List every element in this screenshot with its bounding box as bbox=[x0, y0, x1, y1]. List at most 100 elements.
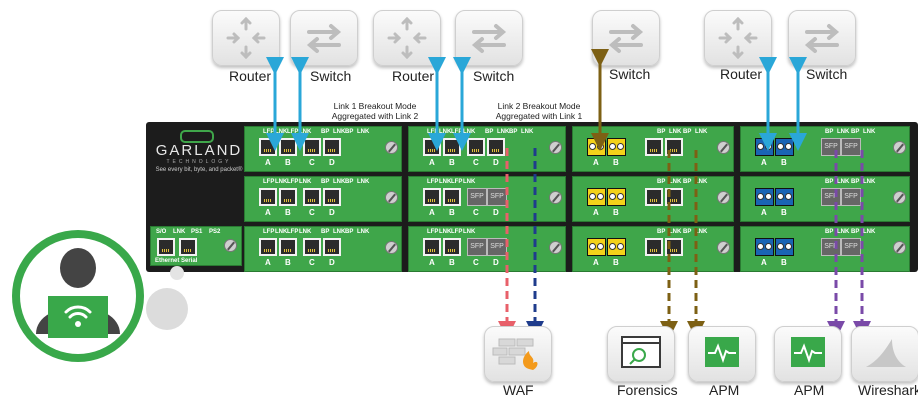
lc-fiber-port[interactable] bbox=[587, 238, 606, 256]
rj45-port[interactable] bbox=[303, 188, 321, 206]
lc-fiber-port[interactable] bbox=[587, 188, 606, 206]
rj45-port[interactable] bbox=[423, 188, 441, 206]
port-letter: B bbox=[449, 208, 455, 217]
firewall-icon bbox=[492, 338, 538, 370]
switch-label: Switch bbox=[609, 66, 651, 82]
port-letter: B bbox=[613, 208, 619, 217]
port-label: LFP bbox=[287, 229, 299, 235]
rj45-port[interactable] bbox=[665, 188, 683, 206]
apm-label: APM bbox=[794, 382, 825, 398]
rj45-port[interactable] bbox=[423, 138, 441, 156]
apm-monitor-icon bbox=[791, 337, 825, 367]
rj45-port[interactable] bbox=[645, 238, 663, 256]
rj45-port[interactable] bbox=[303, 238, 321, 256]
port-label: BP bbox=[321, 229, 330, 235]
rj45-port[interactable] bbox=[665, 138, 683, 156]
rj45-port[interactable] bbox=[259, 188, 277, 206]
rj45-port[interactable] bbox=[323, 138, 341, 156]
port-letter: B bbox=[781, 208, 787, 217]
ethernet-port[interactable] bbox=[157, 238, 175, 256]
switch-icon bbox=[306, 24, 342, 53]
screw-icon bbox=[717, 141, 730, 154]
rj45-port[interactable] bbox=[443, 138, 461, 156]
sfp-port[interactable]: SFP bbox=[487, 238, 507, 256]
forensics-device bbox=[607, 326, 675, 382]
rj45-port[interactable] bbox=[645, 188, 663, 206]
user-laptop-icon bbox=[36, 248, 120, 338]
apm-monitor-icon bbox=[705, 337, 739, 367]
link2-note: Link 2 Breakout Mode Aggregated with Lin… bbox=[495, 101, 583, 121]
port-letter: B bbox=[285, 158, 291, 167]
rj45-port[interactable] bbox=[259, 238, 277, 256]
screw-icon bbox=[224, 239, 237, 252]
port-label: LNK bbox=[357, 229, 370, 235]
switch-icon bbox=[804, 24, 840, 53]
lc-fiber-port[interactable] bbox=[607, 188, 626, 206]
link1-note: Link 1 Breakout Mode Aggregated with Lin… bbox=[331, 101, 419, 121]
rj45-port[interactable] bbox=[443, 238, 461, 256]
sfp-port[interactable]: SFP bbox=[467, 188, 487, 206]
waf-device bbox=[484, 326, 552, 382]
sfp-port[interactable]: SFP bbox=[841, 138, 861, 156]
sfp-port[interactable]: SFP bbox=[487, 188, 507, 206]
port-label: LNK bbox=[521, 129, 534, 135]
port-label: LFP bbox=[287, 179, 299, 185]
brand-name: GARLAND bbox=[155, 142, 243, 159]
rj45-port[interactable] bbox=[645, 138, 663, 156]
apm-device bbox=[774, 326, 842, 382]
port-letter: A bbox=[761, 208, 767, 217]
forensics-label: Forensics bbox=[617, 382, 678, 398]
sfp-port[interactable]: SFP bbox=[821, 188, 841, 206]
lc-fiber-port[interactable] bbox=[755, 138, 774, 156]
router-label: Router bbox=[720, 66, 763, 82]
switch-device bbox=[455, 10, 523, 66]
lc-fiber-port[interactable] bbox=[755, 238, 774, 256]
lc-fiber-port[interactable] bbox=[587, 138, 606, 156]
screw-icon bbox=[549, 241, 562, 254]
lc-fiber-port[interactable] bbox=[607, 138, 626, 156]
port-label: LNK bbox=[863, 129, 876, 135]
rj45-port[interactable] bbox=[279, 238, 297, 256]
port-label: LNK bbox=[333, 129, 346, 135]
port-label: LNK bbox=[357, 179, 370, 185]
lc-fiber-port[interactable] bbox=[775, 188, 794, 206]
port-label: LNK bbox=[669, 179, 682, 185]
rj45-port[interactable] bbox=[423, 238, 441, 256]
port-letter: B bbox=[781, 258, 787, 267]
port-label: BP bbox=[657, 179, 666, 185]
rj45-port[interactable] bbox=[665, 238, 683, 256]
rj45-port[interactable] bbox=[467, 138, 485, 156]
port-label: BP bbox=[321, 179, 330, 185]
rj45-port[interactable] bbox=[279, 188, 297, 206]
port-letter: A bbox=[429, 158, 435, 167]
rj45-port[interactable] bbox=[259, 138, 277, 156]
lc-fiber-port[interactable] bbox=[755, 188, 774, 206]
lc-fiber-port[interactable] bbox=[775, 238, 794, 256]
port-label: BP bbox=[825, 129, 834, 135]
lc-fiber-port[interactable] bbox=[607, 238, 626, 256]
screw-icon bbox=[549, 191, 562, 204]
rj45-port[interactable] bbox=[323, 188, 341, 206]
sfp-port[interactable]: SFP bbox=[841, 188, 861, 206]
port-letter: D bbox=[493, 158, 499, 167]
port-letter: A bbox=[593, 208, 599, 217]
sfp-port[interactable]: SFP bbox=[841, 238, 861, 256]
port-label: LFP bbox=[451, 179, 463, 185]
sfp-port[interactable]: SFP bbox=[467, 238, 487, 256]
lc-fiber-port[interactable] bbox=[775, 138, 794, 156]
sfp-port[interactable]: SFP bbox=[821, 238, 841, 256]
screw-icon bbox=[717, 241, 730, 254]
serial-port[interactable] bbox=[179, 238, 197, 256]
decorative-bubble bbox=[146, 288, 188, 330]
rj45-port[interactable] bbox=[303, 138, 321, 156]
port-label: LFP bbox=[263, 179, 275, 185]
port-label: LNK bbox=[497, 129, 510, 135]
rj45-port[interactable] bbox=[323, 238, 341, 256]
rj45-port[interactable] bbox=[487, 138, 505, 156]
rj45-port[interactable] bbox=[279, 138, 297, 156]
rj45-port[interactable] bbox=[443, 188, 461, 206]
sfp-port[interactable]: SFP bbox=[821, 138, 841, 156]
port-label: LNK bbox=[275, 179, 288, 185]
